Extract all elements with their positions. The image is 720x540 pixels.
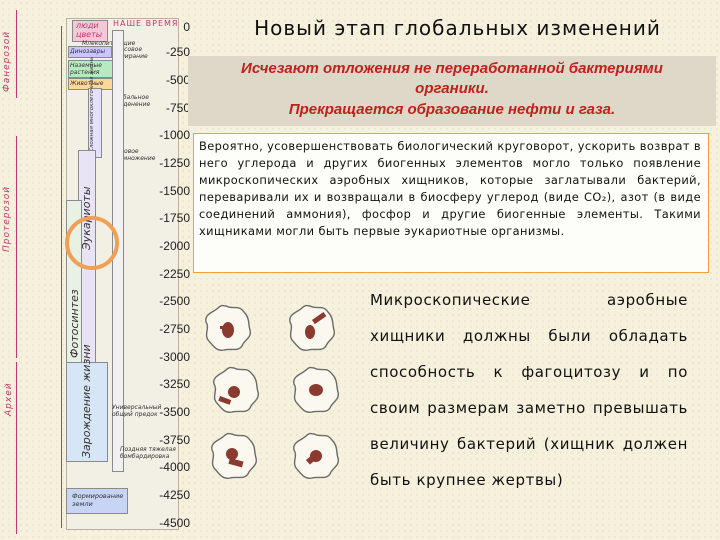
header-now: НАШЕ ВРЕМЯ bbox=[113, 19, 179, 28]
cell-1 bbox=[205, 304, 252, 352]
cell-2 bbox=[289, 304, 336, 352]
tick-label: -2000 bbox=[159, 239, 190, 253]
era-bracket-proterozoic bbox=[16, 136, 17, 358]
note-sexual-reproduction: Половое размножение bbox=[112, 148, 156, 162]
explanation-box: Вероятно, усовершенствовать биологически… bbox=[193, 133, 709, 273]
slide-title: Новый этап глобальных изменений bbox=[254, 16, 661, 40]
tick-label: -1250 bbox=[159, 156, 190, 170]
header-people: люди bbox=[76, 21, 99, 30]
origin-life-label: Зарождение жизни bbox=[80, 344, 93, 458]
predator-description: Микроскопические аэробные хищники должны… bbox=[370, 291, 688, 489]
phagocyte-cells-illustration bbox=[205, 304, 340, 480]
red-line-2: органики. bbox=[415, 80, 489, 97]
earth-formation-band bbox=[66, 488, 128, 514]
tick-label: -2750 bbox=[159, 322, 190, 336]
dinosaurs-band bbox=[68, 46, 112, 58]
tick-label: -750 bbox=[165, 101, 190, 115]
tick-label: -3250 bbox=[159, 377, 190, 391]
era-label-proterozoic: Протерозой bbox=[2, 185, 12, 252]
tick-label: -1500 bbox=[159, 184, 190, 198]
people-flowers-band bbox=[72, 20, 108, 42]
tick-label: -2500 bbox=[159, 294, 190, 308]
note-glaciation: Глобальное оледенение bbox=[112, 94, 151, 108]
cell-6 bbox=[293, 432, 340, 480]
note-bombardment: Поздняя тяжелая бомбардировка bbox=[120, 446, 176, 460]
geologic-timeline: Фанерозой Протерозой Архей 0 -250 -500 -… bbox=[0, 0, 190, 540]
era-label-phanerozoic: Фанерозой bbox=[2, 30, 12, 92]
timeline-axis bbox=[61, 26, 62, 528]
header-flowers: цветы bbox=[76, 30, 103, 39]
note-mammals: Млекопитающие bbox=[82, 40, 136, 47]
red-line-1: Исчезают отложения не переработанной бак… bbox=[241, 60, 663, 77]
note-dinos: Динозавры bbox=[70, 48, 106, 55]
highlight-box: Исчезают отложения не переработанной бак… bbox=[188, 56, 716, 126]
note-complex-life: Сложная многоклеточная жизнь bbox=[89, 56, 95, 152]
era-bracket-archean bbox=[16, 362, 17, 534]
highlight-circle bbox=[65, 216, 119, 270]
tick-label: -3000 bbox=[159, 350, 190, 364]
origin-life-band bbox=[66, 362, 108, 462]
explanation-text: Вероятно, усовершенствовать биологически… bbox=[199, 139, 702, 238]
tick-label: -3500 bbox=[159, 405, 190, 419]
tick-label: -2250 bbox=[159, 267, 190, 281]
tick-label: -250 bbox=[165, 45, 190, 59]
tick-label: -500 bbox=[165, 73, 190, 87]
note-mass-extinction: Массовое вымирание bbox=[112, 46, 148, 60]
note-land-plants: Наземные растения bbox=[70, 62, 102, 76]
tick-label: -4250 bbox=[159, 488, 190, 502]
note-common-ancestor: Универсальный общий предок bbox=[112, 404, 162, 418]
note-animals: Животные bbox=[70, 80, 104, 87]
tick-label: -4500 bbox=[159, 516, 190, 530]
red-line-3: Прекращается образование нефти и газа. bbox=[288, 101, 616, 118]
cell-3 bbox=[213, 366, 260, 414]
cell-4 bbox=[293, 366, 340, 414]
cell-5 bbox=[211, 432, 258, 480]
note-earth-formation: Формирование земли bbox=[72, 492, 124, 508]
tick-label: -4000 bbox=[159, 460, 190, 474]
tick-label: -1750 bbox=[159, 211, 190, 225]
tick-label: -1000 bbox=[159, 128, 190, 142]
era-label-archean: Архей bbox=[4, 382, 14, 416]
tick-label: -3750 bbox=[159, 433, 190, 447]
tick-label: 0 bbox=[183, 20, 190, 34]
era-bracket-phanerozoic bbox=[16, 10, 17, 98]
